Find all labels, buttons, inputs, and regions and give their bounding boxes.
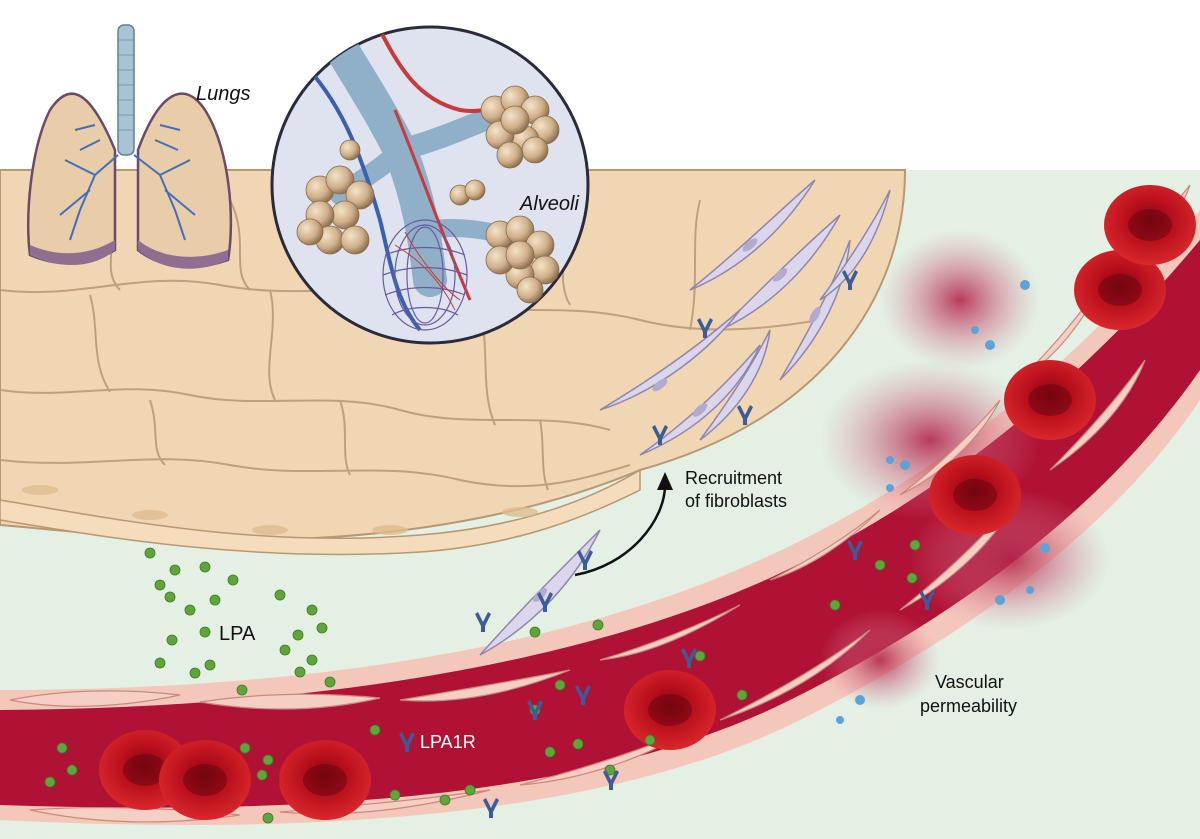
fibroblast-icon — [599, 309, 741, 411]
lpa1r-receptor-icon — [847, 540, 863, 560]
lpa1r-receptor-icon — [681, 648, 697, 668]
red-blood-cell-icon — [624, 670, 716, 750]
red-blood-cell-icon — [1004, 360, 1096, 440]
lungs-label: Lungs — [196, 83, 251, 105]
leak-drops — [836, 280, 1050, 724]
lpa-label: LPA — [219, 623, 256, 645]
lpa1r-receptor-icon — [575, 685, 591, 705]
fibroblast-icon — [639, 344, 761, 456]
lpa1r-receptor-icon — [475, 612, 491, 632]
fibroblast-icon — [819, 189, 891, 301]
lpa1r-receptor-icon — [737, 405, 753, 425]
fibroblast-icon — [699, 329, 771, 441]
recruitment-arrow-icon — [574, 472, 673, 577]
red-blood-cell-icon — [1104, 185, 1196, 265]
lpa1r-label: LPA1R — [420, 732, 476, 752]
lpa-particles — [44, 539, 921, 824]
vascular-label-line1: Vascular — [935, 672, 1004, 692]
blood-vessel — [0, 184, 1200, 825]
fibroblast-icon — [779, 239, 851, 381]
lpa1r-receptor-icon — [577, 550, 593, 570]
lpa1r-receptor-icon — [603, 770, 619, 790]
lpa1r-receptor-icon — [527, 700, 543, 720]
red-blood-cell-icon — [929, 455, 1021, 535]
alveolar-epithelium — [0, 169, 907, 556]
lpa1r-receptor-icon — [919, 590, 935, 610]
vascular-label-line2: permeability — [920, 696, 1017, 716]
red-blood-cell-icon — [159, 740, 251, 820]
red-blood-cell-icon — [279, 740, 371, 820]
lpa1r-receptor-icon — [842, 270, 858, 290]
alveoli-label: Alveoli — [519, 193, 579, 215]
lpa1r-receptors — [399, 270, 935, 818]
recruitment-label-line1: Recruitment — [685, 468, 782, 488]
lpa1r-receptor-icon — [652, 425, 668, 445]
alveoli-inset — [270, 25, 590, 345]
lpa1r-receptor-icon — [697, 318, 713, 338]
recruitment-label-line2: of fibroblasts — [685, 491, 787, 511]
fibroblast-icon — [689, 179, 816, 291]
lpa1r-receptor-icon — [483, 798, 499, 818]
lungs-icon — [26, 24, 233, 269]
lpa1r-receptor-icon — [399, 732, 415, 752]
lpa1r-receptor-icon — [537, 592, 553, 612]
